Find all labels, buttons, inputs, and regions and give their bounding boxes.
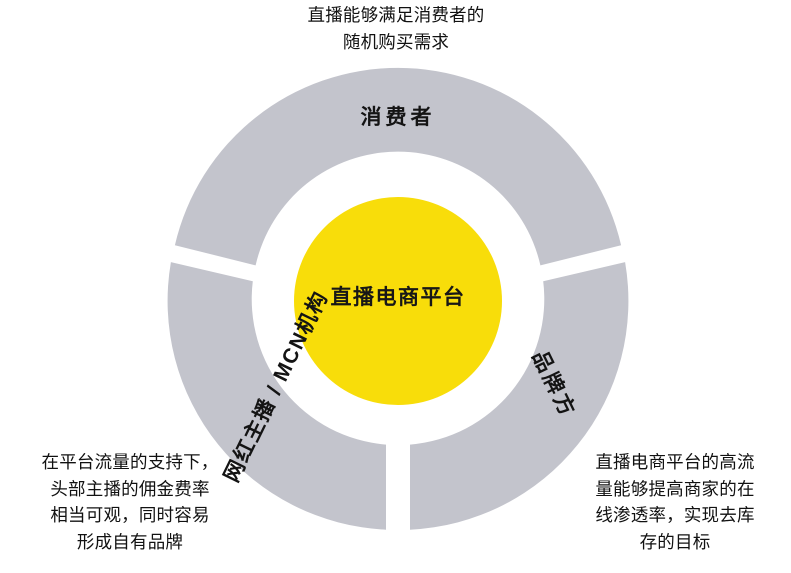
center-circle[interactable] xyxy=(294,197,502,405)
ring-segment-consumer[interactable] xyxy=(174,67,622,266)
ring-segment-brand[interactable] xyxy=(410,262,629,530)
callout-note-host-mcn: 在平台流量的支持下， 头部主播的佣金费率 相当可观，同时容易 形成自有品牌 xyxy=(41,452,219,552)
center-label: 直播电商平台 xyxy=(330,286,466,309)
callout-note-consumer: 直播能够满足消费者的 随机购买需求 xyxy=(307,5,485,52)
segment-label-consumer: 消费者 xyxy=(360,106,436,129)
callout-note-brand: 直播电商平台的高流 量能够提高商家的在 线渗透率，实现去库 存的目标 xyxy=(595,452,755,552)
ring-segment-host-mcn[interactable] xyxy=(167,262,386,530)
